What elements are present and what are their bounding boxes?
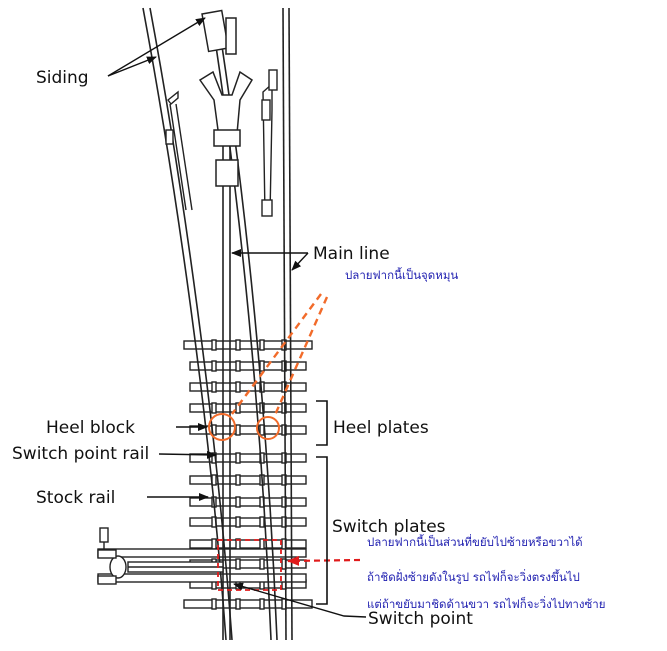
- pivot-circle-left: [208, 413, 236, 441]
- plate-fastener: [259, 558, 265, 570]
- pivot-pointer-right: [273, 296, 329, 416]
- plate-fastener: [259, 360, 265, 372]
- plate-fastener: [259, 516, 265, 528]
- moving-end-pointer: [287, 555, 361, 566]
- plate-fastener: [235, 424, 241, 436]
- switch-plates-bracket: [316, 456, 328, 605]
- plate-fastener: [259, 424, 265, 436]
- label-arrows: [107, 17, 367, 618]
- siding-label: Siding: [36, 68, 89, 88]
- pivot-circle-right: [256, 416, 280, 440]
- tie-plate: [189, 497, 307, 507]
- switch-plates-label: Switch plates: [332, 517, 446, 537]
- plate-fastener: [235, 381, 241, 393]
- move-note-line-2: ถ้าชิดฝั่งซ้ายดังในรูป รถไฟก็จะวิ่งตรงขึ…: [367, 569, 580, 584]
- move-note-line-3: แต่ถ้าขยับมาชิดด้านขวา รถไฟก็จะวิ่งไปทาง…: [367, 596, 606, 611]
- plate-fastener: [281, 424, 287, 436]
- plate-fastener: [211, 360, 217, 372]
- tie-plate: [183, 599, 313, 609]
- tie-plate: [189, 539, 307, 549]
- plate-fastener: [211, 402, 217, 414]
- switch-point-rail-label: Switch point rail: [12, 444, 149, 464]
- plate-fastener: [281, 452, 287, 464]
- main-line-label: Main line: [313, 244, 390, 264]
- plate-fastener: [235, 339, 241, 351]
- plate-fastener: [259, 598, 265, 610]
- plate-fastener: [259, 339, 265, 351]
- plate-fastener: [211, 538, 217, 550]
- pivot-pointer-left: [231, 293, 322, 415]
- plate-fastener: [211, 339, 217, 351]
- tie-plate: [189, 403, 307, 413]
- plate-fastener: [235, 452, 241, 464]
- plate-fastener: [235, 360, 241, 372]
- pivot-highlights: [208, 293, 329, 441]
- plate-fastener: [281, 402, 287, 414]
- guard-rails: [165, 69, 278, 217]
- switch-point-box: [217, 539, 282, 591]
- heel-block-label: Heel block: [46, 418, 135, 438]
- tie-plate: [189, 517, 307, 527]
- heel-plates-bracket: [316, 400, 328, 446]
- main-line-right-rail: [282, 7, 287, 641]
- moving-end-highlight: [217, 539, 361, 591]
- stock-rail-label: Stock rail: [36, 488, 115, 508]
- move-note-line-1: ปลายฟากนี้เป็นส่วนที่ขยับไปซ้ายหรือขวาได…: [367, 534, 583, 549]
- long-tie: [97, 548, 307, 558]
- brackets: [316, 400, 328, 605]
- tie-plate: [189, 425, 307, 435]
- plate-fastener: [235, 474, 241, 486]
- plate-fastener: [235, 558, 241, 570]
- plate-fastener: [235, 496, 241, 508]
- plate-fastener: [235, 516, 241, 528]
- tie-plate: [183, 340, 313, 350]
- throw-mechanism: [97, 527, 224, 585]
- plate-fastener: [235, 598, 241, 610]
- frog-assembly: [198, 9, 254, 187]
- tie-plate: [189, 361, 307, 371]
- plate-fastener: [211, 598, 217, 610]
- pivot-note: ปลายฟากนี้เป็นจุดหมุน: [345, 267, 458, 282]
- tie-plate: [189, 475, 307, 485]
- plate-fastener: [235, 402, 241, 414]
- switch-point-label: Switch point: [368, 609, 473, 629]
- plate-fastener: [211, 381, 217, 393]
- tie-plate: [189, 453, 307, 463]
- heel-plates-label: Heel plates: [333, 418, 429, 438]
